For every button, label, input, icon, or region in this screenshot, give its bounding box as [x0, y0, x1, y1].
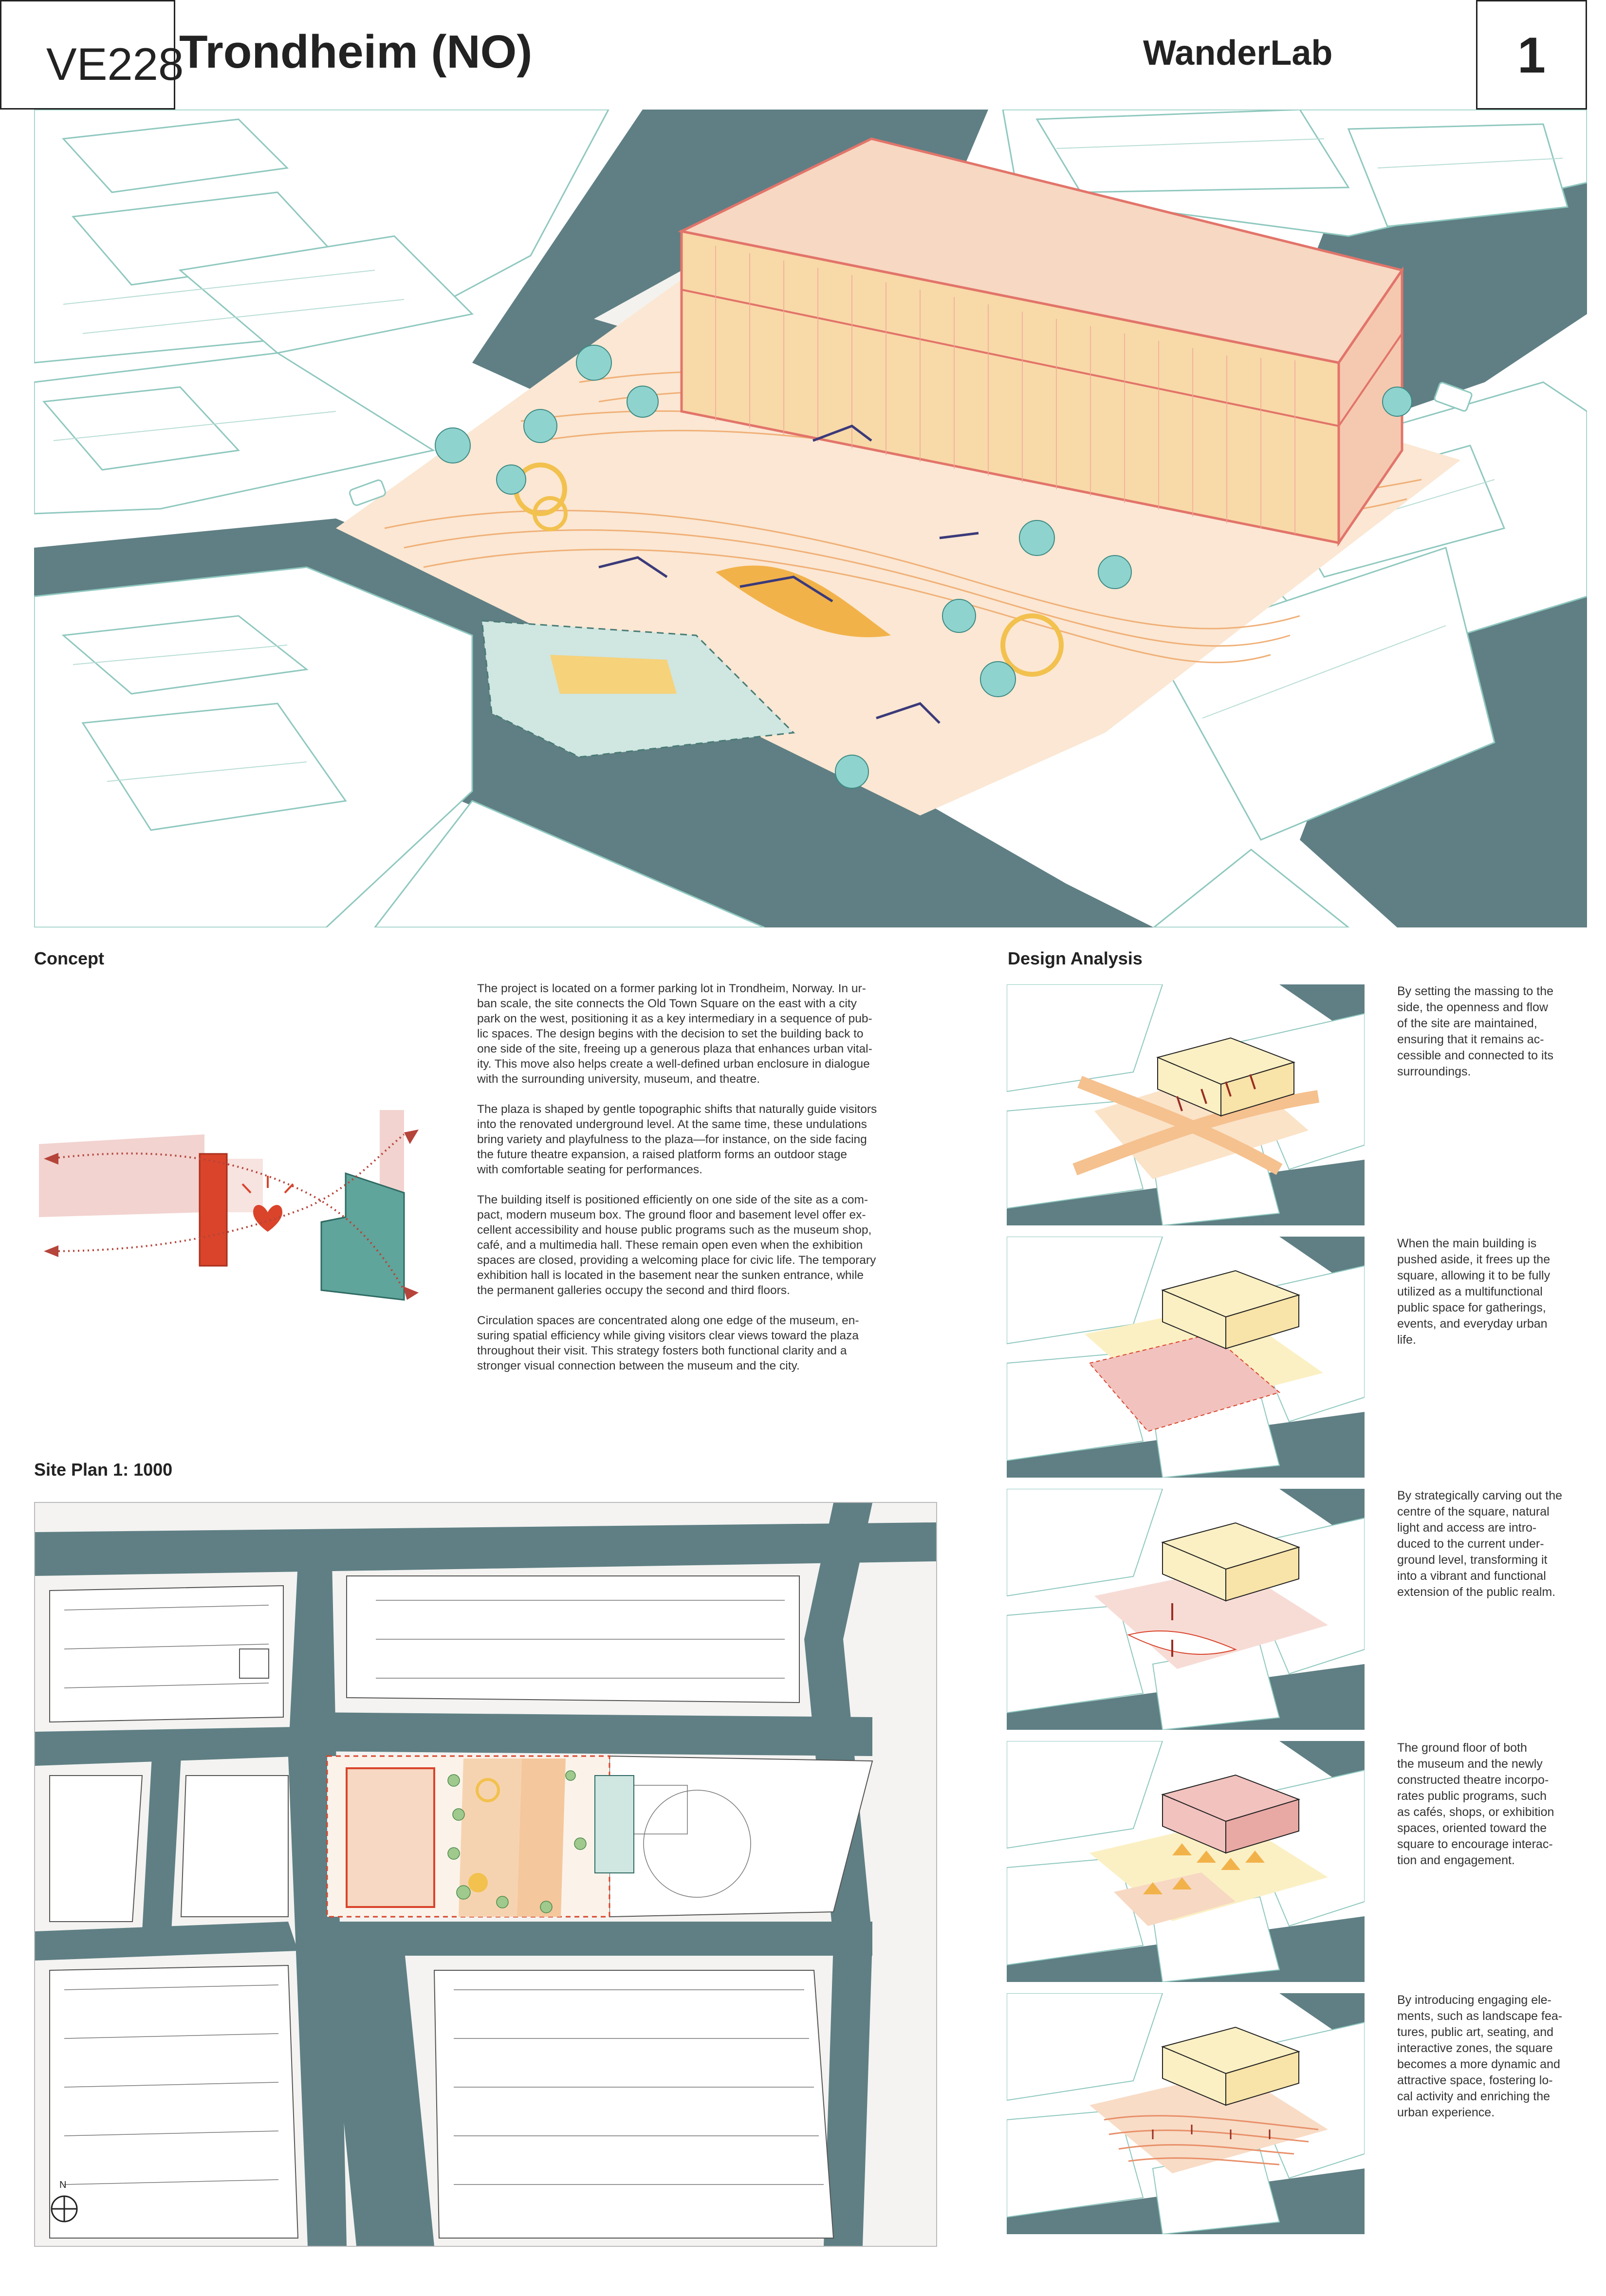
team-name: WanderLab: [1143, 34, 1333, 73]
analysis-text-5: By introducing engaging ele- ments, such…: [1397, 1993, 1563, 2119]
project-code: VE228: [46, 38, 184, 90]
site-plan-heading: Site Plan 1: 1000: [34, 1460, 173, 1480]
north-label: N: [59, 2180, 67, 2190]
analysis-panel-3: [1007, 1489, 1365, 1730]
concept-paragraph: The project is located on a former parki…: [477, 982, 872, 1086]
board-number: 1: [1517, 27, 1546, 84]
concept-text: The project is located on a former parki…: [477, 981, 925, 1373]
concept-paragraph: The building itself is positioned effici…: [477, 1193, 876, 1297]
analysis-panel-5: [1007, 1993, 1365, 2234]
analysis-text-2: When the main building is pushed aside, …: [1397, 1237, 1551, 1347]
analysis-text-1: By setting the massing to the side, the …: [1397, 984, 1554, 1078]
concept-paragraph: The plaza is shaped by gentle topographi…: [477, 1103, 877, 1176]
hero-axonometric-view: [34, 110, 1587, 927]
project-code-box: VE228: [0, 0, 184, 110]
concept-paragraph: Circulation spaces are concentrated alon…: [477, 1314, 859, 1372]
page-title: Trondheim (NO): [179, 26, 533, 78]
design-analysis-heading: Design Analysis: [1008, 948, 1143, 968]
analysis-panel-4: [1007, 1741, 1365, 1982]
site-plan: N: [34, 1502, 937, 2247]
analysis-panel-2: [1007, 1237, 1365, 1478]
board-number-box: 1: [1476, 0, 1587, 110]
analysis-text-4: The ground floor of both the museum and …: [1397, 1741, 1554, 1867]
concept-heading: Concept: [34, 948, 104, 968]
analysis-text-3: By strategically carving out the centre …: [1397, 1489, 1563, 1599]
concept-diagram: [34, 1095, 438, 1319]
analysis-panel-1: [1007, 984, 1365, 1225]
